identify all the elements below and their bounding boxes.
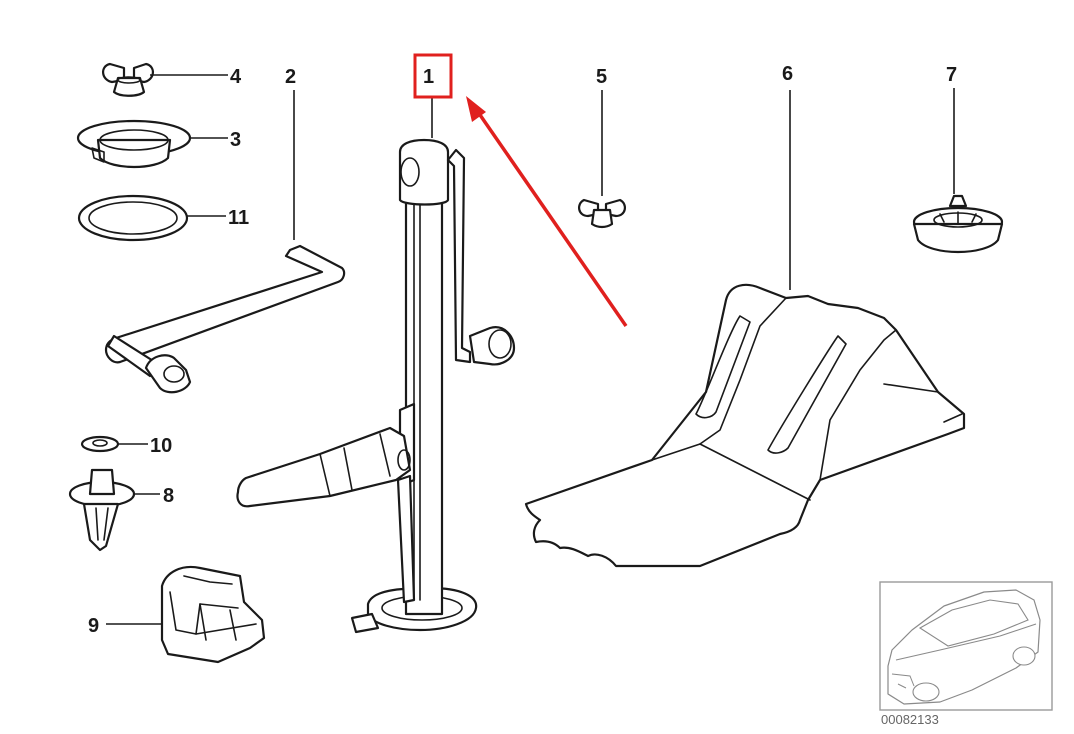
push-clip-part-8 — [68, 468, 136, 552]
jack-part-1 — [236, 138, 516, 634]
ring-part-11 — [77, 194, 189, 242]
callout-10: 10 — [150, 435, 172, 457]
wing-nut-part-5 — [578, 198, 626, 229]
callout-4: 4 — [230, 66, 242, 88]
washer-part-10 — [80, 435, 120, 453]
callout-6: 6 — [782, 63, 793, 85]
callout-9: 9 — [88, 615, 99, 637]
cup-part-3 — [76, 119, 192, 168]
clip-part-7 — [912, 194, 1004, 254]
lug-wrench-part-2 — [104, 244, 346, 394]
callout-1: 1 — [423, 66, 434, 88]
callout-2: 2 — [285, 66, 296, 88]
tray-part-6 — [524, 283, 966, 568]
car-thumbnail — [879, 581, 1053, 711]
callout-5: 5 — [596, 66, 607, 88]
highlight-arrow — [466, 96, 628, 327]
holder-part-9 — [160, 565, 266, 664]
callout-8: 8 — [163, 485, 174, 507]
callout-7: 7 — [946, 64, 957, 86]
wing-nut-part-4 — [102, 62, 154, 97]
callout-1-highlight-box — [413, 53, 453, 99]
reference-number: 00082133 — [881, 712, 939, 727]
callout-11: 11 — [228, 207, 249, 229]
callout-3: 3 — [230, 129, 241, 151]
